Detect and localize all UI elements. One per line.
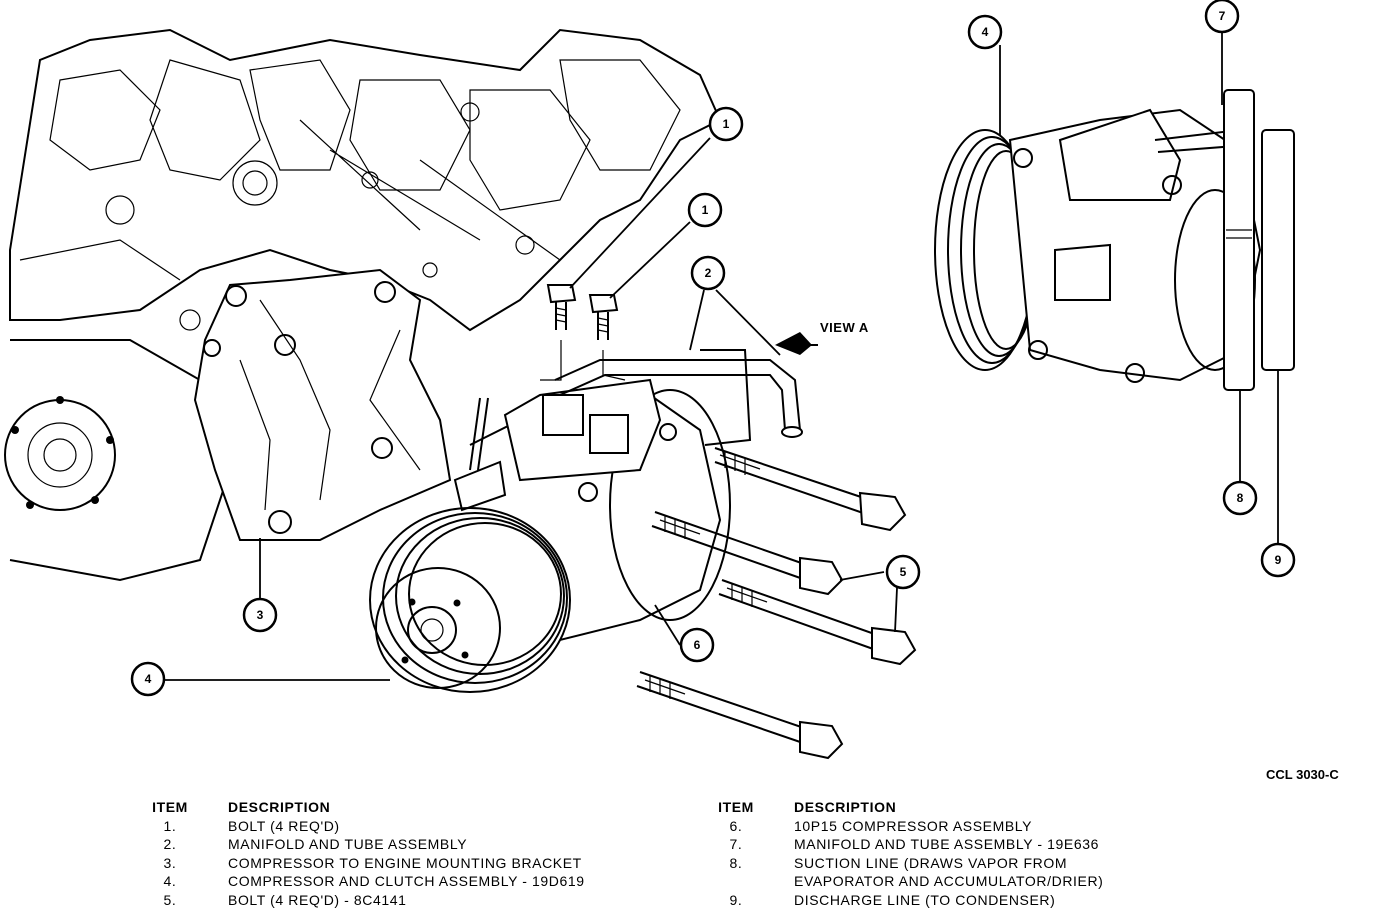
description-header: DESCRIPTION xyxy=(794,799,897,815)
callout-3: 3 xyxy=(242,597,278,633)
legend-row: 6. 10P15 COMPRESSOR ASSEMBLY xyxy=(706,817,1103,836)
item-number: 6. xyxy=(729,817,743,834)
item-number: 9. xyxy=(729,891,743,908)
legend-row: 9. DISCHARGE LINE (TO CONDENSER) xyxy=(706,891,1103,910)
item-number: 3. xyxy=(163,854,177,871)
view-a-callout-8: 8 xyxy=(1222,480,1258,516)
manifold-tube-illustration xyxy=(540,284,803,446)
item-header: ITEM xyxy=(718,799,754,815)
svg-text:5: 5 xyxy=(900,565,907,579)
callout-4: 4 xyxy=(130,661,166,697)
item-number xyxy=(706,872,766,891)
engine-block-illustration xyxy=(4,28,722,582)
item-description: MANIFOLD AND TUBE ASSEMBLY - 19E636 xyxy=(794,836,1099,853)
leader-lines xyxy=(164,30,1279,681)
legend-row: 2. MANIFOLD AND TUBE ASSEMBLY xyxy=(140,835,585,854)
item-description: COMPRESSOR TO ENGINE MOUNTING BRACKET xyxy=(228,854,582,871)
item-description: EVAPORATOR AND ACCUMULATOR/DRIER) xyxy=(794,873,1104,890)
legend-row: 1. BOLT (4 REQ'D) xyxy=(140,817,585,836)
svg-text:4: 4 xyxy=(982,25,989,39)
item-description: MANIFOLD AND TUBE ASSEMBLY xyxy=(228,836,468,853)
svg-text:2: 2 xyxy=(705,266,712,280)
legend-row: 7. MANIFOLD AND TUBE ASSEMBLY - 19E636 xyxy=(706,835,1103,854)
legend-row: 3. COMPRESSOR TO ENGINE MOUNTING BRACKET xyxy=(140,854,585,873)
item-number: 5. xyxy=(163,891,177,908)
legend-header: ITEM DESCRIPTION xyxy=(140,798,585,817)
item-description: BOLT (4 REQ'D) - 8C4141 xyxy=(228,891,407,908)
item-number: 8. xyxy=(729,854,743,871)
svg-text:6: 6 xyxy=(694,638,701,652)
callout-1-a: 1 xyxy=(708,106,744,142)
item-header: ITEM xyxy=(152,799,188,815)
svg-text:9: 9 xyxy=(1275,553,1282,567)
legend-row: 5. BOLT (4 REQ'D) - 8C4141 xyxy=(140,891,585,910)
item-description: COMPRESSOR AND CLUTCH ASSEMBLY - 19D619 xyxy=(228,873,585,890)
svg-text:1: 1 xyxy=(702,203,709,217)
callout-2: 2 xyxy=(690,255,726,291)
item-description: BOLT (4 REQ'D) xyxy=(228,817,340,834)
callout-6: 6 xyxy=(679,627,715,663)
svg-text:1: 1 xyxy=(723,117,730,131)
callout-5: 5 xyxy=(885,554,921,590)
legend-right-column: ITEM DESCRIPTION 6. 10P15 COMPRESSOR ASS… xyxy=(706,798,1103,910)
legend-row: EVAPORATOR AND ACCUMULATOR/DRIER) xyxy=(706,872,1103,891)
view-a-label: VIEW A xyxy=(820,320,869,335)
svg-text:8: 8 xyxy=(1237,491,1244,505)
view-a-callout-4: 4 xyxy=(967,14,1003,50)
svg-text:3: 3 xyxy=(257,608,264,622)
compressor-exploded-diagram: 1 1 2 3 4 5 6 4 7 8 9 xyxy=(4,0,1296,760)
item-description: 10P15 COMPRESSOR ASSEMBLY xyxy=(794,817,1033,834)
item-number: 1. xyxy=(163,817,177,834)
compressor-illustration xyxy=(369,378,731,693)
view-a-detail-illustration xyxy=(934,89,1295,391)
callout-1-b: 1 xyxy=(687,192,723,228)
legend-row: 4. COMPRESSOR AND CLUTCH ASSEMBLY - 19D6… xyxy=(140,872,585,891)
legend-left-column: ITEM DESCRIPTION 1. BOLT (4 REQ'D) 2. MA… xyxy=(140,798,585,910)
mounting-bracket-illustration xyxy=(193,268,452,541)
figure-code: CCL 3030-C xyxy=(1266,767,1339,782)
view-a-callout-9: 9 xyxy=(1260,542,1296,578)
item-number: 4. xyxy=(163,873,177,890)
svg-text:7: 7 xyxy=(1219,9,1226,23)
description-header: DESCRIPTION xyxy=(228,799,331,815)
item-description: SUCTION LINE (DRAWS VAPOR FROM xyxy=(794,854,1068,871)
legend-row: 8. SUCTION LINE (DRAWS VAPOR FROM xyxy=(706,854,1103,873)
item-number: 2. xyxy=(163,836,177,853)
legend-header: ITEM DESCRIPTION xyxy=(706,798,1103,817)
through-bolts-illustration xyxy=(636,447,917,760)
item-description: DISCHARGE LINE (TO CONDENSER) xyxy=(794,891,1056,908)
view-a-arrow xyxy=(775,332,818,355)
svg-text:4: 4 xyxy=(145,672,152,686)
view-a-callout-7: 7 xyxy=(1204,0,1240,34)
item-number: 7. xyxy=(729,836,743,853)
